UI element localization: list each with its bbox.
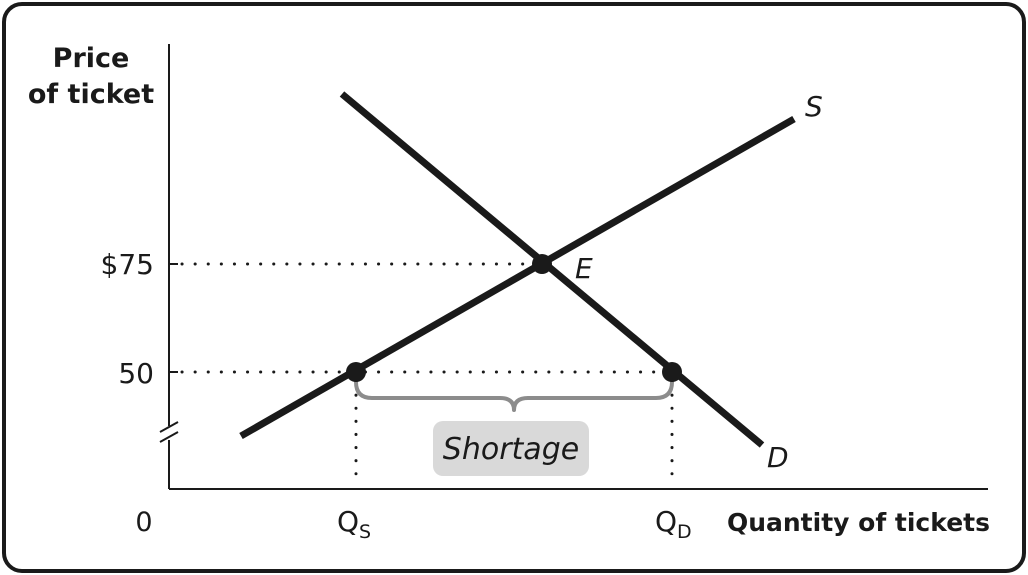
qd-point xyxy=(662,362,682,382)
supply-label: S xyxy=(805,90,823,123)
qs-label: QS xyxy=(337,505,371,543)
y-axis-title-line1: Price xyxy=(53,43,130,74)
origin-label: 0 xyxy=(135,507,152,538)
demand-curve xyxy=(339,91,765,448)
demand-label: D xyxy=(767,441,789,474)
shortage-label: Shortage xyxy=(443,432,579,467)
equilibrium-point xyxy=(532,254,552,274)
qs-point xyxy=(346,362,366,382)
qd-label: QD xyxy=(655,505,692,543)
axis-break-mark xyxy=(159,421,179,443)
price-label-50: 50 xyxy=(118,357,154,390)
price-label-75: $75 xyxy=(101,248,154,281)
shortage-brace xyxy=(354,381,674,412)
qs-label-main: Q xyxy=(337,505,359,538)
equilibrium-label: E xyxy=(575,252,593,285)
qd-label-main: Q xyxy=(655,505,677,538)
shortage-box xyxy=(433,421,589,476)
qd-label-sub: D xyxy=(677,521,692,543)
qs-label-sub: S xyxy=(359,521,371,543)
supply-curve xyxy=(239,115,796,440)
x-axis-title: Quantity of tickets xyxy=(727,508,990,537)
y-axis-title-line2: of ticket xyxy=(28,79,154,110)
